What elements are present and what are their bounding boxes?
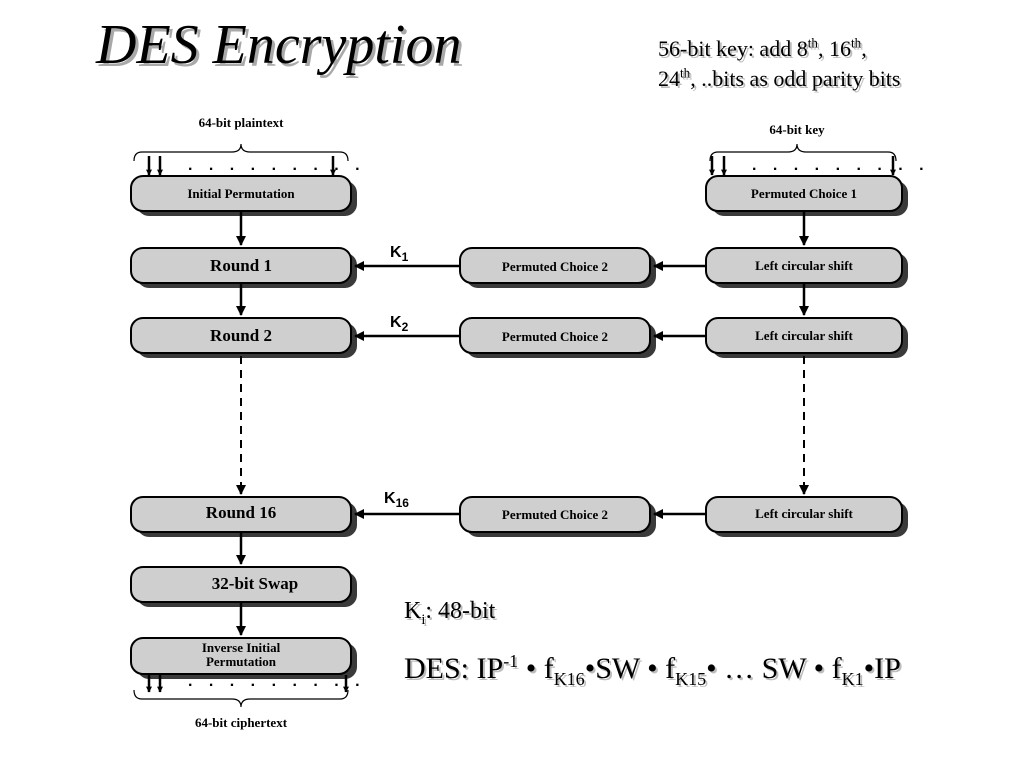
note-text: , ..bits as odd parity bits bbox=[690, 66, 901, 91]
subkey-letter: K bbox=[384, 490, 396, 507]
key-brace bbox=[709, 143, 897, 162]
subkey-index: 2 bbox=[402, 320, 409, 334]
note-sup: th bbox=[807, 35, 818, 51]
swap-label: 32-bit Swap bbox=[212, 574, 298, 593]
plaintext-dots: . . . . . . . . . bbox=[188, 157, 366, 174]
subkey-k1-label: K1 bbox=[390, 244, 409, 264]
formula-text: DES: IP bbox=[404, 652, 504, 685]
note-text: , bbox=[861, 36, 867, 61]
inverse-initial-permutation-box: Inverse Initial Permutation bbox=[130, 637, 357, 679]
left-circular-shift-box-16: Left circular shift bbox=[705, 496, 908, 537]
subkey-letter: K bbox=[390, 314, 402, 331]
permuted-choice-1-box: Permuted Choice 1 bbox=[705, 175, 908, 216]
subkey-index: 16 bbox=[396, 496, 410, 510]
plaintext-brace bbox=[133, 143, 349, 162]
ciphertext-output: . . . . . . . . . 64-bit ciphertext bbox=[133, 673, 366, 730]
formula-sub: K16 bbox=[553, 669, 585, 689]
formula-sub: K15 bbox=[675, 669, 707, 689]
formula-text: •SW • f bbox=[584, 652, 676, 685]
initial-permutation-box: Initial Permutation bbox=[130, 175, 357, 216]
key-label: 64-bit key bbox=[769, 122, 825, 137]
ciphertext-label: 64-bit ciphertext bbox=[195, 715, 288, 730]
round-1-label: Round 1 bbox=[210, 256, 272, 275]
formula-text: •IP bbox=[863, 652, 901, 685]
ciphertext-brace bbox=[133, 689, 349, 708]
inverse-ip-label-line1: Inverse Initial bbox=[202, 640, 281, 655]
round-16-box: Round 16 bbox=[130, 496, 357, 537]
plaintext-input: 64-bit plaintext . . . . . . . . . bbox=[133, 115, 366, 176]
subkey-letter: K bbox=[390, 244, 402, 261]
left-circular-shift-label: Left circular shift bbox=[755, 328, 853, 343]
slide-title: DES Encryption bbox=[96, 14, 462, 76]
formula-text: • f bbox=[518, 652, 554, 685]
des-formula: DES: IP-1 • fK16•SW • fK15• … SW • fK1•I… bbox=[404, 650, 901, 688]
formula-sup: -1 bbox=[503, 651, 519, 671]
key-parity-note: 56-bit key: add 8th, 16th, 24th, ..bits … bbox=[658, 34, 900, 94]
permuted-choice-1-label: Permuted Choice 1 bbox=[751, 186, 857, 201]
round-16-label: Round 16 bbox=[206, 503, 276, 522]
note-text: : 48-bit bbox=[425, 598, 496, 624]
permuted-choice-2-label: Permuted Choice 2 bbox=[502, 259, 608, 274]
formula-text: • … SW • f bbox=[706, 652, 842, 685]
permuted-choice-2-box-2: Permuted Choice 2 bbox=[459, 317, 656, 358]
ciphertext-dots: . . . . . . . . . bbox=[188, 673, 366, 690]
subkey-k16-label: K16 bbox=[384, 490, 409, 510]
key-input: 64-bit key . . . . . . . . . bbox=[709, 122, 930, 176]
round-2-box: Round 2 bbox=[130, 317, 357, 358]
note-text: 56-bit key: add 8 bbox=[658, 36, 808, 61]
permuted-choice-2-label: Permuted Choice 2 bbox=[502, 329, 608, 344]
permuted-choice-2-box-1: Permuted Choice 2 bbox=[459, 247, 656, 288]
left-circular-shift-label: Left circular shift bbox=[755, 258, 853, 273]
round-1-box: Round 1 bbox=[130, 247, 357, 288]
inverse-ip-label-line2: Permutation bbox=[206, 654, 277, 669]
key-dots: . . . . . . . . . bbox=[752, 157, 930, 174]
left-circular-shift-box-1: Left circular shift bbox=[705, 247, 908, 288]
permuted-choice-2-box-16: Permuted Choice 2 bbox=[459, 496, 656, 537]
note-sup: th bbox=[850, 35, 862, 51]
key-parity-note-line2: 24th, ..bits as odd parity bits bbox=[658, 64, 900, 94]
permuted-choice-2-label: Permuted Choice 2 bbox=[502, 507, 608, 522]
initial-permutation-label: Initial Permutation bbox=[187, 186, 295, 201]
round-2-label: Round 2 bbox=[210, 326, 272, 345]
subkey-k2-label: K2 bbox=[390, 314, 409, 334]
subkey-index: 1 bbox=[402, 250, 409, 264]
left-circular-shift-box-2: Left circular shift bbox=[705, 317, 908, 358]
formula-sub: K1 bbox=[841, 669, 864, 689]
left-circular-shift-label: Left circular shift bbox=[755, 506, 853, 521]
key-parity-note-line1: 56-bit key: add 8th, 16th, bbox=[658, 34, 900, 64]
note-text: , 16 bbox=[817, 36, 851, 61]
subkey-size-note: Ki: 48-bit bbox=[404, 596, 496, 628]
swap-box: 32-bit Swap bbox=[130, 566, 357, 607]
note-text: K bbox=[404, 598, 422, 624]
note-sub: i bbox=[421, 611, 426, 628]
note-text: 24 bbox=[658, 66, 680, 91]
plaintext-label: 64-bit plaintext bbox=[199, 115, 285, 130]
note-sup: th bbox=[680, 65, 691, 81]
